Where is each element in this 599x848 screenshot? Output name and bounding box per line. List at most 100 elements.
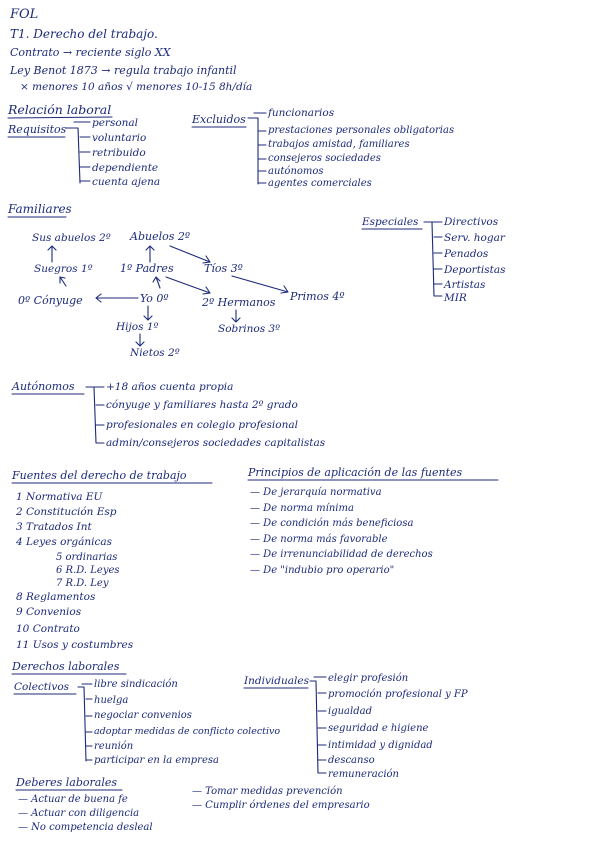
fuente-7: 7 R.D. Ley xyxy=(56,578,109,589)
arrow-hijos-to-nietos xyxy=(135,333,145,347)
excluidos-label: Excluidos xyxy=(191,113,246,126)
node-suegros: Suegros 1º xyxy=(34,263,93,275)
deberes-section: Deberes laborales — Actuar de buena fe —… xyxy=(15,776,370,833)
individual-3: igualdad xyxy=(328,706,372,717)
header-unit: T1. Derecho del trabajo. xyxy=(10,27,158,41)
especiales-bracket xyxy=(423,221,443,297)
node-nietos: Nietos 2º xyxy=(129,347,180,359)
fuente-5: 5 ordinarias xyxy=(56,552,117,563)
header-block: FOL T1. Derecho del trabajo. Contrato → … xyxy=(9,7,252,93)
especial-3: Penados xyxy=(443,248,489,260)
derechos-section: Derechos laborales Colectivos libre sind… xyxy=(11,660,468,780)
requisito-1: personal xyxy=(92,117,138,129)
excluido-4: consejeros sociedades xyxy=(268,153,381,164)
arrow-abuelos-to-tios xyxy=(169,245,211,264)
autonomo-4: admin/consejeros sociedades capitalistas xyxy=(106,437,326,449)
colectivo-4: adoptar medidas de conflicto colectivo xyxy=(94,726,280,737)
colectivo-3: negociar convenios xyxy=(94,710,192,721)
arrow-suegros-to-sus-abuelos xyxy=(47,245,57,263)
node-yo: Yo 0º xyxy=(140,292,169,305)
individual-7: remuneración xyxy=(328,769,399,780)
header-line-2: Ley Benot 1873 → regula trabajo infantil xyxy=(9,64,237,77)
header-line-1: Contrato → reciente siglo XX xyxy=(10,46,172,59)
requisito-3: retribuido xyxy=(92,147,146,159)
arrow-hermanos-to-sobrinos xyxy=(231,309,241,323)
fuente-8: 8 Reglamentos xyxy=(16,591,96,603)
arrow-yo-to-conyuge xyxy=(95,293,139,303)
fuente-6: 6 R.D. Leyes xyxy=(56,565,120,576)
arrow-padres-to-hermanos xyxy=(165,276,211,295)
derechos-title: Derechos laborales xyxy=(11,660,120,673)
fuente-10: 10 Contrato xyxy=(16,623,80,635)
autonomo-3: profesionales en colegio profesional xyxy=(106,419,298,431)
individual-5: intimidad y dignidad xyxy=(328,740,433,751)
fuentes-section: Fuentes del derecho de trabajo 1 Normati… xyxy=(11,469,213,651)
excluidos-bracket xyxy=(247,112,267,185)
excluido-3: trabajos amistad, familiares xyxy=(268,139,410,150)
especiales-label: Especiales xyxy=(361,216,419,228)
colectivos-label: Colectivos xyxy=(14,681,70,693)
requisitos-label: Requisitos xyxy=(7,123,67,136)
fuente-1: 1 Normativa EU xyxy=(16,491,104,503)
arrow-padres-to-abuelos xyxy=(145,245,155,263)
node-conyuge: 0º Cónyuge xyxy=(18,294,83,307)
deber-right-2: — Cumplir órdenes del empresario xyxy=(192,800,370,811)
requisito-4: dependiente xyxy=(92,162,158,174)
deber-right-1: — Tomar medidas prevención xyxy=(192,786,343,797)
autonomo-1: +18 años cuenta propia xyxy=(106,381,233,393)
especial-6: MIR xyxy=(443,292,467,304)
autonomos-label: Autónomos xyxy=(11,380,75,393)
node-abuelos: Abuelos 2º xyxy=(129,230,190,243)
individual-4: seguridad e higiene xyxy=(328,723,429,734)
node-tios: Tíos 3º xyxy=(204,262,243,275)
arrow-conyuge-to-suegros xyxy=(59,276,67,287)
node-primos: Primos 4º xyxy=(289,290,345,303)
arrow-yo-to-hijos xyxy=(143,305,153,321)
deberes-title: Deberes laborales xyxy=(15,776,117,789)
arrow-tios-to-primos xyxy=(231,275,289,294)
principio-2: — De norma mínima xyxy=(250,503,354,514)
node-sus-abuelos: Sus abuelos 2º xyxy=(32,232,111,244)
principios-title: Principios de aplicación de las fuentes xyxy=(247,466,462,479)
deber-left-1: — Actuar de buena fe xyxy=(18,794,128,805)
principio-1: — De jerarquía normativa xyxy=(250,487,382,498)
deber-left-3: — No competencia desleal xyxy=(18,822,153,833)
autonomo-2: cónyuge y familiares hasta 2º grado xyxy=(106,399,298,411)
excluido-5: autónomos xyxy=(268,166,324,177)
autonomos-section: Autónomos +18 años cuenta propia cónyuge… xyxy=(11,380,326,449)
principio-6: — De "indubio pro operario" xyxy=(250,565,394,576)
node-hermanos: 2º Hermanos xyxy=(201,296,276,309)
individuales-bracket xyxy=(309,676,327,774)
familiares-title: Familiares xyxy=(7,202,72,216)
colectivos-bracket xyxy=(77,683,93,762)
especial-4: Deportistas xyxy=(443,264,506,276)
fuente-2: 2 Constitución Esp xyxy=(15,506,117,518)
fuente-4: 4 Leyes orgánicas xyxy=(15,536,113,548)
fuente-11: 11 Usos y costumbres xyxy=(16,639,134,651)
excluido-1: funcionarios xyxy=(267,107,335,119)
fuente-3: 3 Tratados Int xyxy=(16,521,92,533)
fuente-9: 9 Convenios xyxy=(16,606,82,618)
colectivo-2: huelga xyxy=(94,695,128,706)
individual-6: descanso xyxy=(328,755,375,766)
relacion-laboral-section: Relación laboral Requisitos personal vol… xyxy=(7,102,454,189)
principio-3: — De condición más beneficiosa xyxy=(250,518,413,529)
familiares-section: Familiares Sus abuelos 2º Abuelos 2º Sue… xyxy=(7,202,345,359)
individual-2: promoción profesional y FP xyxy=(328,689,468,700)
principio-4: — De norma más favorable xyxy=(250,534,388,545)
colectivo-6: participar en la empresa xyxy=(94,755,219,766)
arrow-yo-to-padres xyxy=(152,276,161,289)
colectivo-5: reunión xyxy=(94,741,133,752)
requisito-2: voluntario xyxy=(92,132,146,144)
especial-5: Artistas xyxy=(443,279,486,291)
especiales-section: Especiales Directivos Serv. hogar Penado… xyxy=(361,216,506,304)
relacion-title: Relación laboral xyxy=(7,102,111,117)
relacion-underline xyxy=(7,116,113,119)
requisitos-bracket xyxy=(65,121,91,184)
node-hijos: Hijos 1º xyxy=(115,321,158,333)
excluido-2: prestaciones personales obligatorias xyxy=(268,125,454,136)
especial-2: Serv. hogar xyxy=(444,232,506,244)
fuentes-title: Fuentes del derecho de trabajo xyxy=(11,469,187,482)
individuales-label: Individuales xyxy=(243,675,310,687)
